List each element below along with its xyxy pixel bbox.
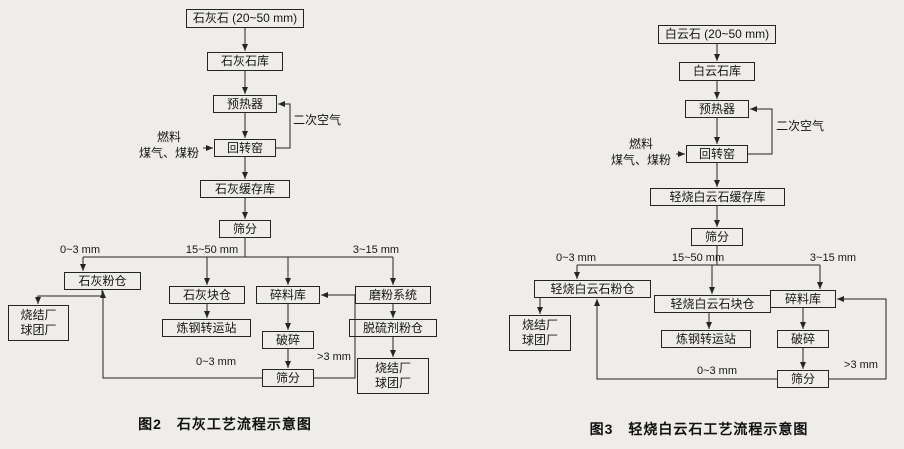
fig3-node-crushed-silo: 碎料库 xyxy=(770,290,836,308)
fig2-node-screening-bottom: 筛分 xyxy=(262,369,314,387)
fig2-node-lime-buffer-silo: 石灰缓存库 xyxy=(200,180,290,198)
fig3-node-powder-bin: 轻烧白云石粉仓 xyxy=(534,280,651,298)
fig2-node-desulfurizer-bin: 脱硫剂粉仓 xyxy=(349,319,437,337)
fig3-node-screening-top: 筛分 xyxy=(691,228,743,246)
fig2-node-grinding-system: 磨粉系统 xyxy=(355,286,431,304)
fig2-caption: 图2 石灰工艺流程示意图 xyxy=(138,416,312,432)
fig2-node-sinter-pellet-plant-left: 烧结厂 球团厂 xyxy=(8,305,69,341)
fig3-node-buffer-silo: 轻烧白云石缓存库 xyxy=(650,188,785,206)
fig3-label-size-3-15: 3~15 mm xyxy=(809,252,857,264)
fig3-node-dolomite: 白云石 (20~50 mm) xyxy=(658,25,776,44)
fig2-node-steelmaking-transfer: 炼钢转运站 xyxy=(162,319,251,337)
fig2-node-limestone: 石灰石 (20~50 mm) xyxy=(186,9,304,28)
fig2-node-preheater: 预热器 xyxy=(213,95,277,113)
fig3-label-size-0-3-return: 0~3 mm xyxy=(696,365,738,377)
fig3-label-size-0-3: 0~3 mm xyxy=(555,252,597,264)
fig2-label-size-3-15: 3~15 mm xyxy=(352,244,400,256)
fig3-node-steelmaking-transfer: 炼钢转运站 xyxy=(661,330,751,348)
fig3-arrows xyxy=(537,44,887,380)
fig3-node-dolomite-silo: 白云石库 xyxy=(679,62,755,81)
fig3-node-crushing: 破碎 xyxy=(777,330,829,348)
fig2-label-size-0-3-return: 0~3 mm xyxy=(195,356,237,368)
fig3-node-preheater: 预热器 xyxy=(685,100,749,118)
fig3-caption: 图3 轻烧白云石工艺流程示意图 xyxy=(589,421,809,437)
fig2-label-size-15-50: 15~50 mm xyxy=(185,244,239,256)
fig2-node-lime-lump-bin: 石灰块仓 xyxy=(169,286,245,304)
fig2-node-crushing: 破碎 xyxy=(262,331,314,349)
fig3-node-sinter-pellet-plant: 烧结厂 球团厂 xyxy=(509,315,571,351)
fig3-node-lump-bin: 轻烧白云石块仓 xyxy=(654,295,771,313)
fig3-node-rotary-kiln: 回转窑 xyxy=(686,145,748,163)
fig3-label-size-15-50: 15~50 mm xyxy=(671,252,725,264)
fig2-label-fuel: 燃料 煤气、煤粉 xyxy=(138,130,199,160)
fig3-label-secondary-air: 二次空气 xyxy=(776,119,825,133)
fig2-node-rotary-kiln: 回转窑 xyxy=(214,139,276,157)
fig2-label-secondary-air: 二次空气 xyxy=(293,113,342,127)
fig3-node-screening-bottom: 筛分 xyxy=(777,370,829,388)
fig2-arrows xyxy=(35,28,396,379)
fig2-node-screening-top: 筛分 xyxy=(219,220,271,238)
fig2-node-lime-powder-bin: 石灰粉仓 xyxy=(64,272,141,290)
fig2-label-size-0-3: 0~3 mm xyxy=(59,244,101,256)
fig2-node-crushed-silo: 碎料库 xyxy=(256,286,320,304)
fig2-node-limestone-silo: 石灰石库 xyxy=(207,52,283,71)
fig3-label-size-gt-3: >3 mm xyxy=(844,359,878,371)
fig3-label-fuel: 燃料 煤气、煤粉 xyxy=(610,137,671,167)
fig2-node-sinter-pellet-plant-right: 烧结厂 球团厂 xyxy=(357,358,429,394)
fig2-label-size-gt-3: >3 mm xyxy=(317,351,351,363)
